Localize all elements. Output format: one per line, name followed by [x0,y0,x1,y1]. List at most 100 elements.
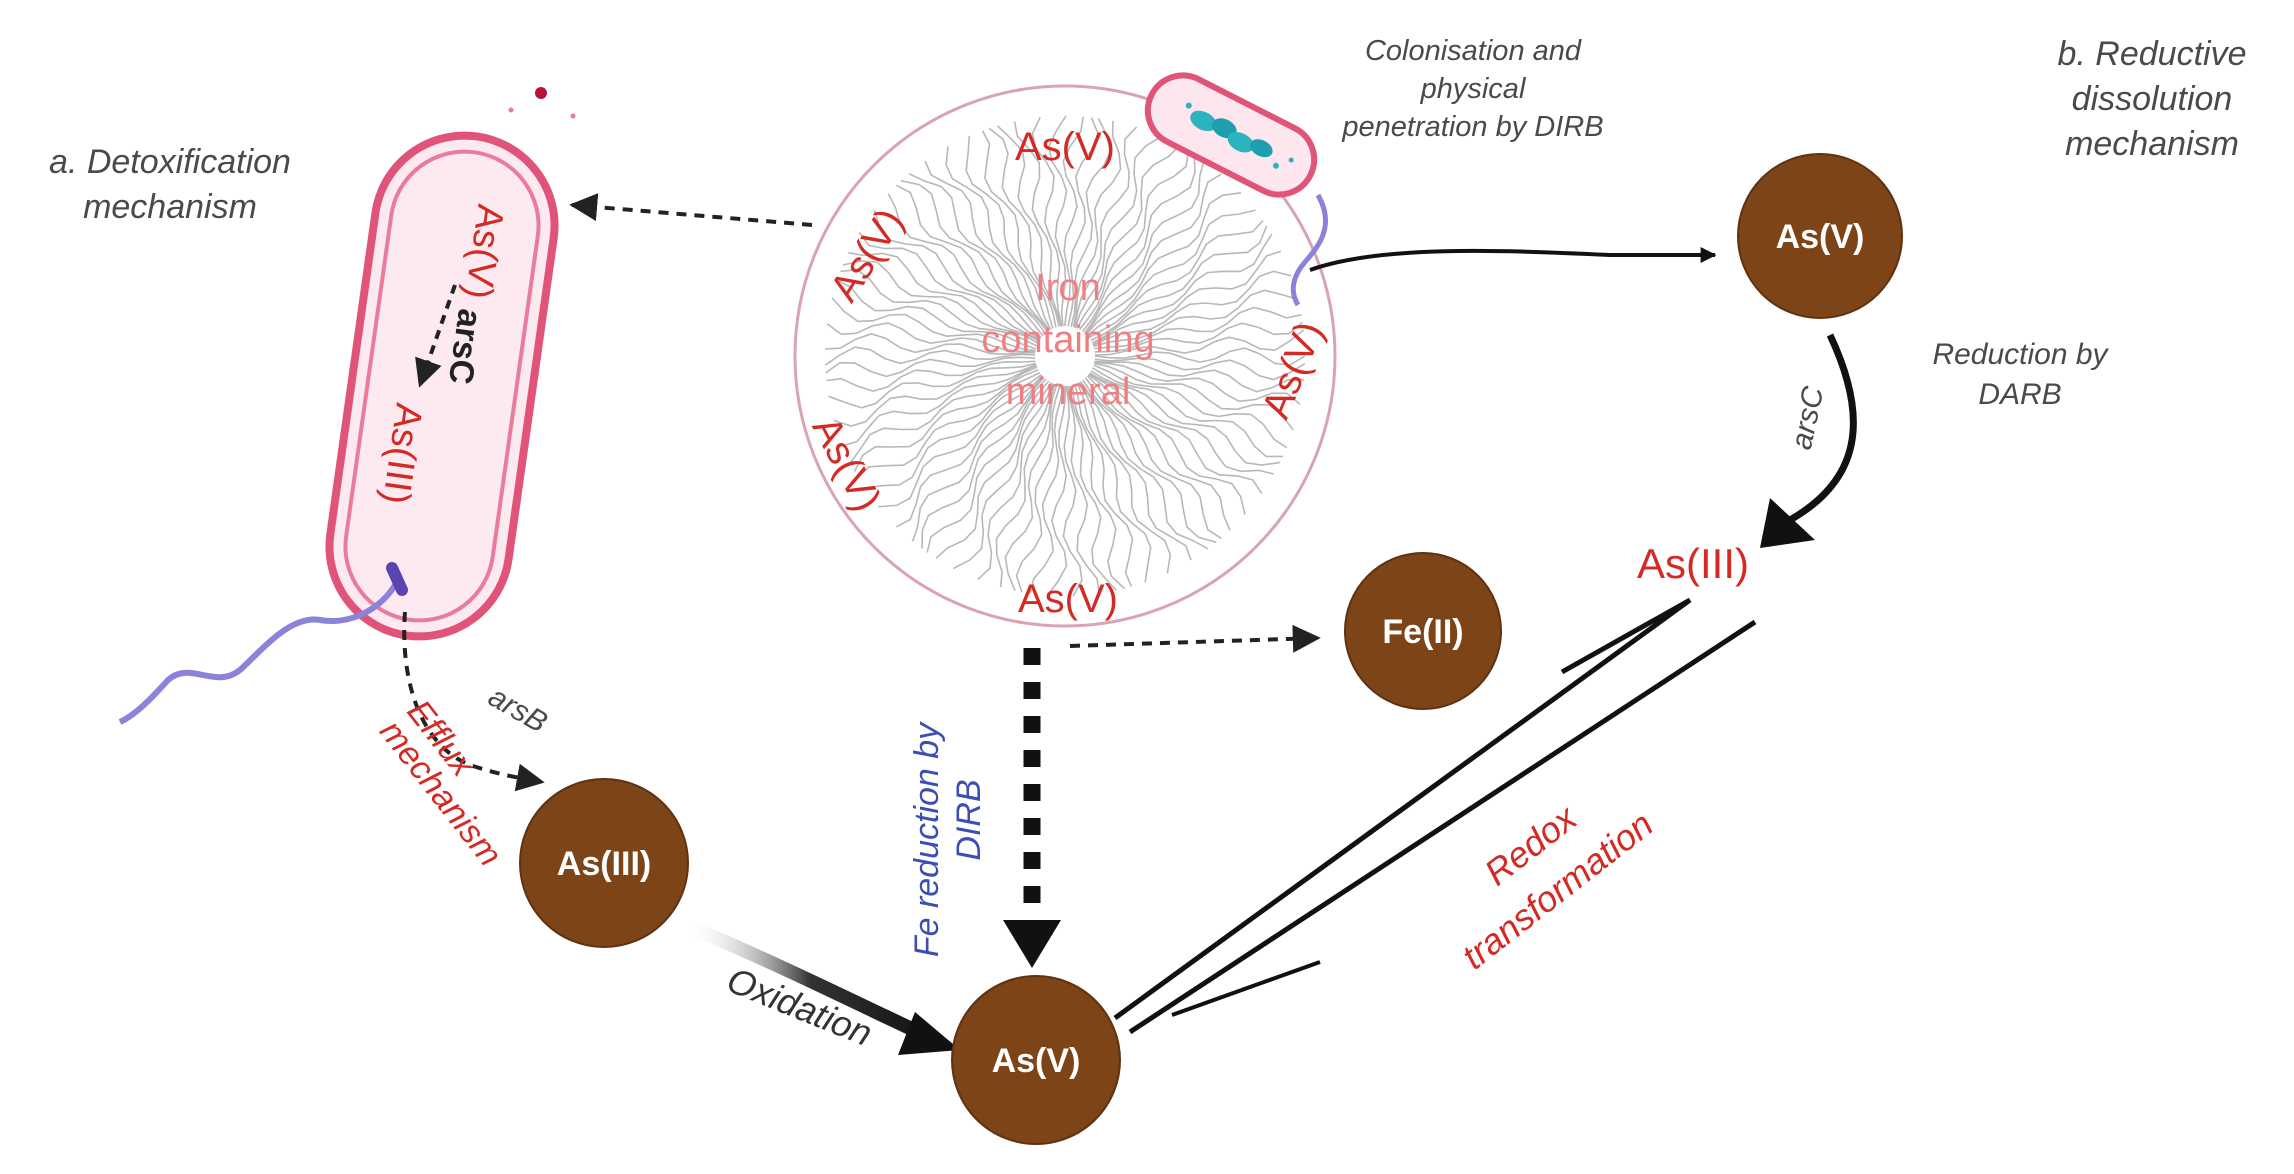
mineral-ray [848,252,1040,342]
mineral-ray [1088,373,1263,494]
mineral-ray [1085,192,1242,336]
mineral-ray [1094,357,1306,381]
mineral-ray [842,364,1037,447]
mineral-ray [1070,117,1112,327]
mineral-ray [1062,385,1083,597]
mineral-ray [1083,160,1205,334]
mineral-ray [836,279,1037,350]
mineral-ray [831,297,1036,352]
mineral-ray [1086,209,1256,337]
redox-line-lower [1128,619,1757,1035]
mineral-texture [824,115,1306,597]
mineral-ray [1071,385,1126,590]
node-asiii-left-label: As(III) [557,845,651,883]
detox-title-line2: mechanism [83,188,257,226]
mineral-asv-bottom: As(V) [1018,577,1118,621]
mineral-ray [1076,382,1152,583]
mineral-asv-top: As(V) [1015,125,1115,169]
arsC-right-label: arsC [1785,383,1831,452]
reduction-darb-line2: DARB [1978,378,2061,411]
mineral-ray [873,209,1041,340]
bacterium-dna-icon [1185,102,1294,169]
efflux-dot-icon [535,87,547,99]
node-feii-label: Fe(II) [1382,613,1463,651]
arrow-mineral-to-cell [569,193,813,227]
redox-line-upper [1113,597,1692,1021]
mineral-ray [1093,289,1299,348]
fe-reduction-line1: Fe reduction by [908,721,946,957]
dirb-bacterium [1144,72,1329,307]
mineral-ray [1093,364,1288,449]
mineral-ray [977,383,1055,581]
mineral-ray [864,374,1042,490]
mineral-ray [1094,347,1306,366]
reductive-title-line3: mechanism [2065,125,2239,163]
mineral-ray [1090,225,1268,342]
mineral-label-line3: mineral [1006,371,1131,413]
redox-line-hook [1171,960,1321,1017]
mineral-ray [1094,329,1305,356]
mineral-ray [1076,144,1181,329]
mineral-ray [1067,117,1099,327]
mineral-label-line1: Iron [1035,267,1100,309]
mineral-ray [1094,361,1301,406]
node-asiii-left: As(III) [519,778,689,948]
mineral-ray [1087,374,1246,515]
mineral-ray [1081,153,1196,333]
mineral-ray [1013,121,1062,327]
node-asv-top-right: As(V) [1737,153,1903,319]
mineral-ray [1015,385,1061,593]
mineral-ray [996,125,1060,327]
node-asv-bottom: As(V) [951,975,1121,1145]
reductive-title-line2: dissolution [2072,80,2233,118]
mineral-ray [895,184,1044,337]
detox-bacterium: As(V) As(III) arsC [118,87,576,725]
mineral-ray [887,193,1042,339]
mineral-ray [1080,381,1209,550]
mineral-ray [1074,135,1163,329]
mineral-ray [995,383,1056,588]
mineral-ray [1068,385,1117,591]
mineral-label-line2: containing [981,319,1154,361]
mineral-ray [908,172,1049,333]
arrow-arsC-reduction [1788,333,1857,524]
mineral-ray [945,146,1051,331]
colonisation-line3: penetration by DIRB [1341,111,1603,143]
mineral-ray [926,380,1050,553]
mineral-ray [1073,126,1138,328]
detox-title-line1: a. Detoxification [49,143,291,181]
mineral-ray [1031,116,1063,327]
mineral-ray [1094,321,1304,353]
fe-reduction-line2: DIRB [950,779,988,860]
mineral-ray [825,356,1036,378]
mineral-ray [1072,120,1122,328]
reductive-title-line1: b. Reductive [2058,35,2247,73]
mineral-ray [1088,219,1264,339]
mineral-ray [828,362,1037,409]
mineral-ray [1090,370,1281,466]
mineral-ray [965,135,1052,330]
reduction-darb-line1: Reduction by [1932,338,2109,371]
mineral-ray [1062,116,1084,327]
mineral-ray [896,375,1044,528]
mineral-ray [1091,233,1273,344]
mineral-ray [840,268,1038,347]
mineral-ray [1092,367,1284,458]
arrow-dirb-to-asv [1309,247,1717,272]
mineral-ray [1004,384,1058,592]
arrow-fe-reduction-head [1003,920,1061,968]
mineral-ray [1094,306,1302,350]
arrow-oxidation [682,918,938,1047]
arsB-label: arsB [483,680,553,739]
arrow-mineral-to-feii [1069,624,1321,653]
mineral-ray [988,127,1057,328]
mineral-ray [1089,372,1275,475]
mineral-ray [1078,150,1190,331]
mineral-ray [1046,386,1068,596]
iron-mineral: Iron containing mineral As(V) As(V) As(V… [793,84,1337,628]
mineral-ray [1074,384,1134,587]
mineral-ray [1093,362,1294,431]
mineral-ray [1078,381,1192,561]
mineral-ray [858,232,1041,341]
